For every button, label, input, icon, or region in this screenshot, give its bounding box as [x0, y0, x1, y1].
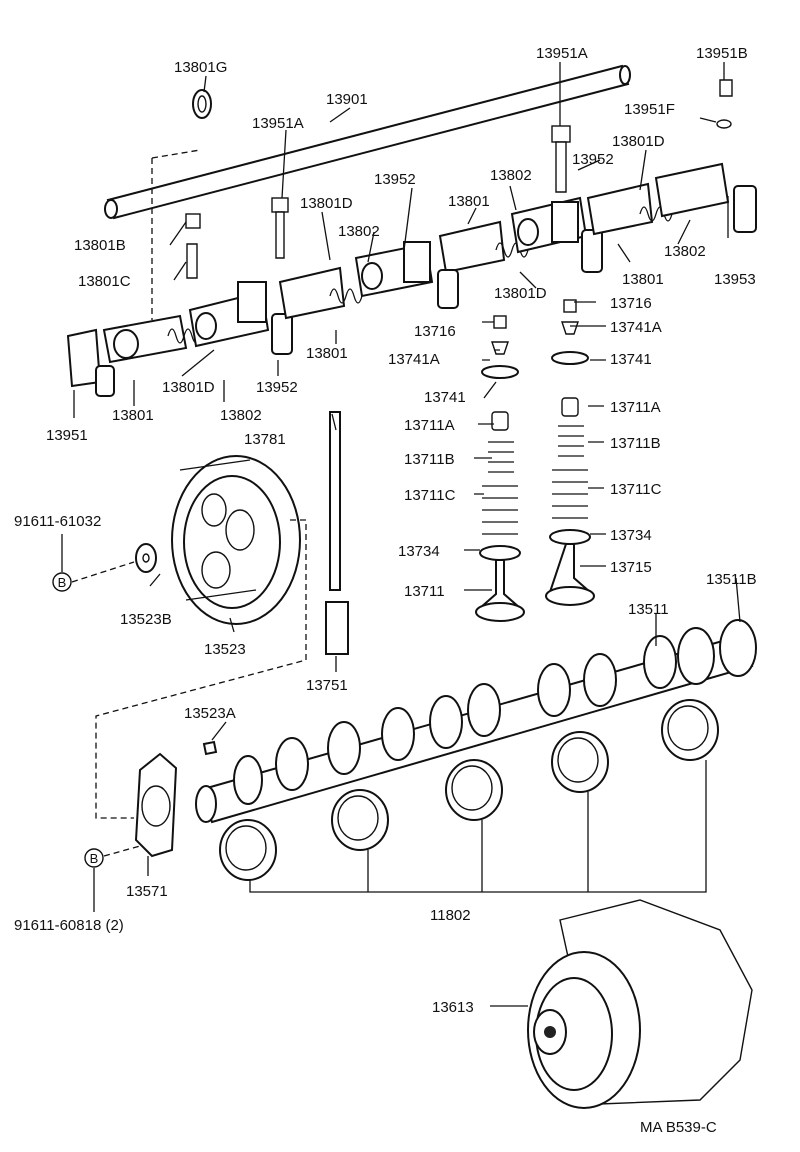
callout-13613: 13613	[432, 999, 474, 1016]
callout-13801: 13801	[112, 407, 154, 424]
callout-13511: 13511	[628, 601, 669, 618]
callout-13711A: 13711A	[404, 417, 455, 434]
callout-13901: 13901	[326, 91, 368, 108]
bolt-marker-icon: B	[84, 848, 104, 868]
callout-13802: 13802	[338, 223, 380, 240]
callout-13951: 13951	[46, 427, 88, 444]
callout-13711B: 13711B	[404, 451, 455, 468]
diagram-code: MA B539-C	[640, 1119, 717, 1136]
callout-13801D: 13801D	[494, 285, 547, 302]
bolt-marker-icon: B	[52, 572, 72, 592]
callout-13802: 13802	[664, 243, 706, 260]
callout-13801: 13801	[448, 193, 490, 210]
valve-assembly-left	[475, 315, 525, 622]
callout-13711B: 13711B	[610, 435, 661, 452]
callout-13951A: 13951A	[252, 115, 304, 132]
callout-13715: 13715	[610, 559, 652, 576]
callout-91611-61032: 91611-61032	[14, 513, 101, 530]
callout-91611-60818: 91611-60818 (2)	[14, 917, 124, 934]
callout-13716: 13716	[414, 323, 456, 340]
callout-13511B: 13511B	[706, 571, 757, 588]
callout-13751: 13751	[306, 677, 348, 694]
callout-13571: 13571	[126, 883, 168, 900]
callout-13952: 13952	[374, 171, 416, 188]
installed-gear	[527, 899, 753, 1109]
callout-13802: 13802	[490, 167, 532, 184]
part-callouts: 13801G 13901 13951A 13951B 13951F 13951A…	[14, 45, 757, 1136]
camshaft-part	[195, 619, 757, 824]
callout-13801: 13801	[306, 345, 348, 362]
callout-13801C: 13801C	[78, 273, 131, 290]
callout-13523B: 13523B	[120, 611, 172, 628]
callout-13801: 13801	[622, 271, 664, 288]
callout-13951B: 13951B	[696, 45, 748, 62]
rocker-assembly	[66, 162, 757, 397]
callout-13711C: 13711C	[610, 481, 662, 498]
callout-13953: 13953	[714, 271, 756, 288]
callout-13801D: 13801D	[300, 195, 353, 212]
camshaft-gear	[171, 455, 301, 625]
bearing-set	[219, 699, 719, 881]
callout-13523A: 13523A	[184, 705, 236, 722]
callout-13741: 13741	[424, 389, 466, 406]
callout-13802: 13802	[220, 407, 262, 424]
callout-13781: 13781	[244, 431, 286, 448]
callout-13711A: 13711A	[610, 399, 661, 416]
svg-text:B: B	[90, 851, 99, 866]
callout-13734: 13734	[610, 527, 652, 544]
callout-13952: 13952	[572, 151, 614, 168]
callout-13951F: 13951F	[624, 101, 675, 118]
callout-11802: 11802	[430, 907, 471, 924]
callout-13716: 13716	[610, 295, 652, 312]
bolt-part	[271, 125, 571, 259]
callout-13801B: 13801B	[74, 237, 126, 254]
callout-13734: 13734	[398, 543, 440, 560]
callout-13711C: 13711C	[404, 487, 456, 504]
callout-13523: 13523	[204, 641, 246, 658]
callout-13951A: 13951A	[536, 45, 588, 62]
callout-13801G: 13801G	[174, 59, 227, 76]
callout-13741: 13741	[610, 351, 652, 368]
callout-13711: 13711	[404, 583, 445, 600]
callout-13801D: 13801D	[162, 379, 215, 396]
rocker-shaft	[104, 64, 631, 220]
callout-13952: 13952	[256, 379, 298, 396]
callout-13741A: 13741A	[610, 319, 662, 336]
svg-text:B: B	[58, 575, 67, 590]
callout-13801D: 13801D	[612, 133, 665, 150]
callout-13741A: 13741A	[388, 351, 440, 368]
pushrod-part	[325, 411, 349, 655]
valve-assembly-right	[545, 299, 595, 606]
